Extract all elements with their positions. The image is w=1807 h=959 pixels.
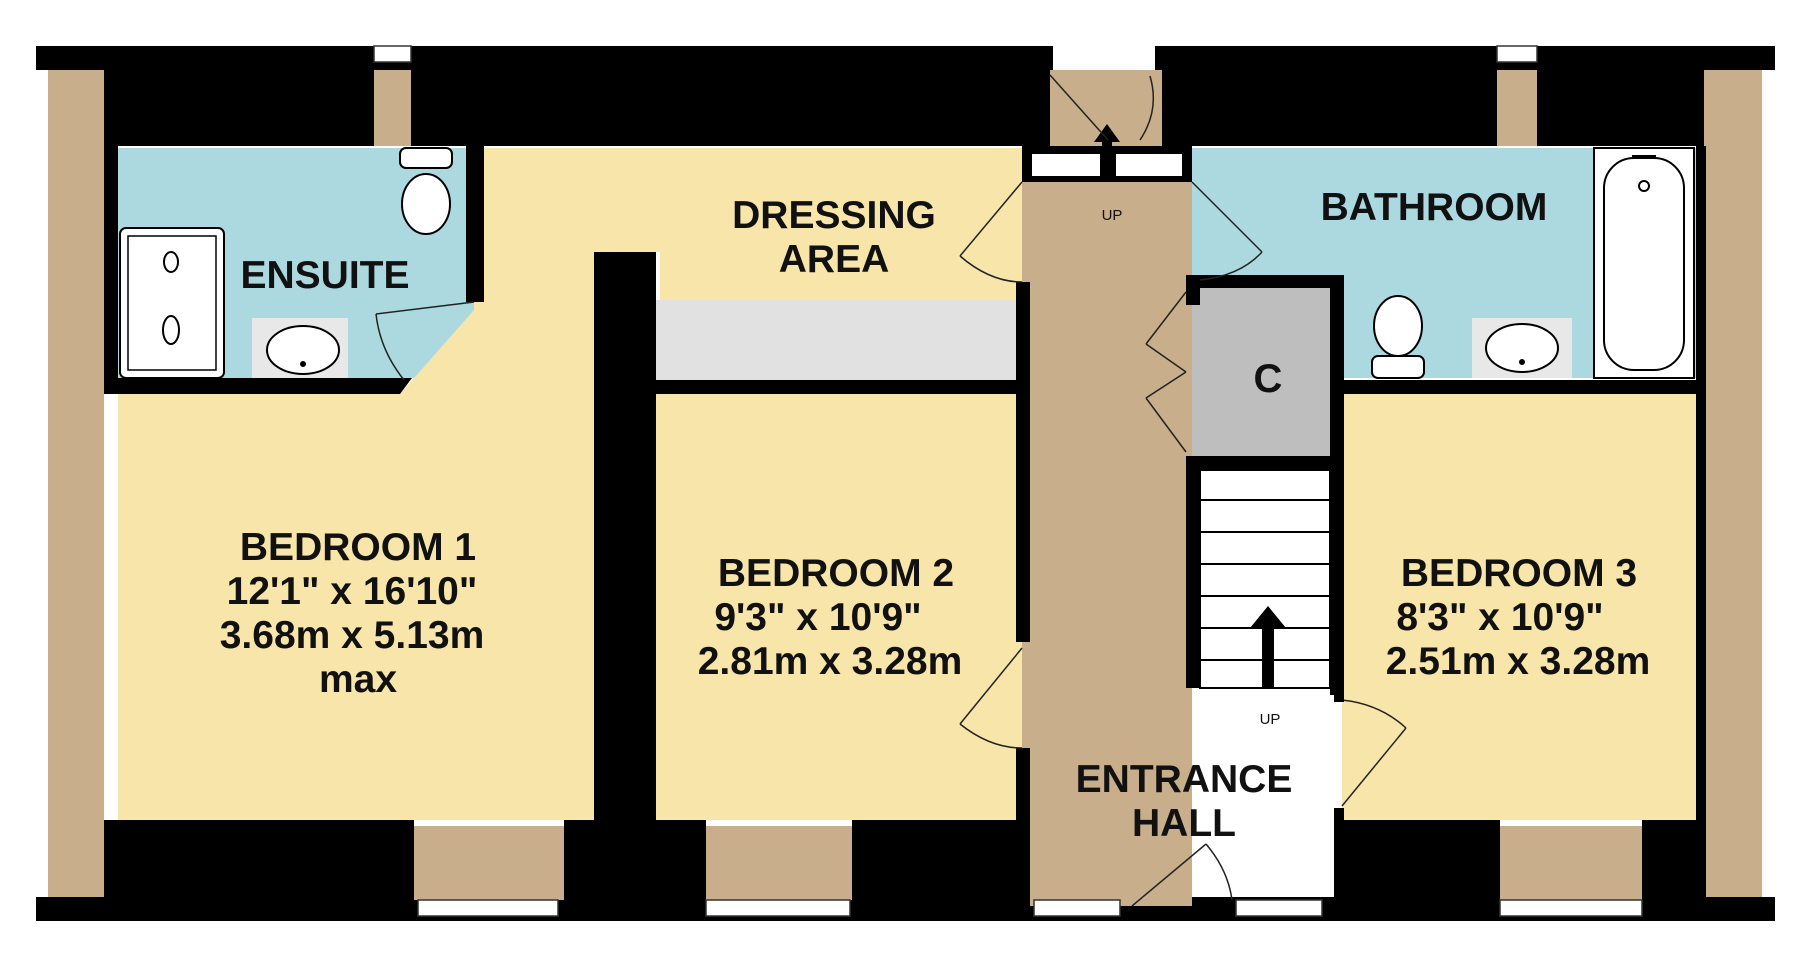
top-nook-left bbox=[374, 70, 411, 146]
bedroom3-left-wall-lower bbox=[1334, 808, 1344, 900]
entrance-hall-label-line2: HALL bbox=[1132, 802, 1236, 845]
bottom-pier-5 bbox=[1642, 820, 1704, 900]
stairs-arrow-icon bbox=[1094, 124, 1120, 182]
bedroom3-name: BEDROOM 3 bbox=[1401, 552, 1637, 595]
bedroom1-imperial: 12'1" x 16'10" bbox=[227, 570, 478, 613]
bedroom3-left-wall bbox=[1334, 688, 1344, 702]
bottom-recess-1 bbox=[414, 826, 564, 900]
cupboard-door-icon bbox=[1145, 291, 1187, 453]
stairs bbox=[1199, 469, 1331, 689]
right-wall-inner bbox=[1696, 146, 1706, 906]
bathroom-door-icon bbox=[1191, 181, 1263, 281]
basin-icon bbox=[252, 318, 348, 378]
bedroom3-door-icon bbox=[1341, 699, 1407, 807]
upper-block-far-right bbox=[1537, 70, 1704, 146]
cupboard-right-wall bbox=[1330, 275, 1344, 695]
bedroom3-floor bbox=[1342, 394, 1696, 820]
door-icon bbox=[375, 301, 475, 381]
bedroom1-note: max bbox=[319, 658, 397, 701]
bathroom-bottom-wall bbox=[1344, 380, 1696, 394]
window-icon bbox=[373, 45, 1643, 917]
bedroom2-name: BEDROOM 2 bbox=[718, 552, 954, 595]
bottom-wall bbox=[36, 897, 1775, 921]
bedroom3-metric: 2.51m x 3.28m bbox=[1386, 640, 1651, 683]
ensuite-label: ENSUITE bbox=[240, 254, 409, 297]
entrance-door-icon bbox=[1131, 843, 1233, 907]
bedroom2-floor bbox=[656, 394, 1022, 820]
bathroom-basin-icon bbox=[1472, 318, 1572, 378]
dressing-area-label-line1: DRESSING bbox=[732, 194, 936, 237]
cupboard-label: C bbox=[1254, 357, 1283, 401]
ensuite-right-wall bbox=[466, 146, 484, 302]
bottom-recess-4 bbox=[1500, 826, 1642, 900]
entrance-hall-label-line1: ENTRANCE bbox=[1076, 758, 1293, 801]
bedroom2-door-icon bbox=[959, 647, 1023, 749]
cupboard-floor bbox=[1192, 288, 1330, 456]
top-nook-right bbox=[1497, 70, 1537, 146]
upper-block-right bbox=[1162, 70, 1497, 146]
hall-left-wall-upper bbox=[1016, 282, 1030, 642]
dressing-door-icon bbox=[959, 181, 1023, 283]
stairs-left-wall bbox=[1186, 456, 1200, 688]
left-exterior-strip bbox=[48, 62, 104, 904]
bath-icon bbox=[1593, 147, 1695, 379]
dressing-area-label-line2: AREA bbox=[779, 238, 890, 281]
hatch-panel-right bbox=[1116, 154, 1182, 176]
upper-block-mid bbox=[411, 70, 1050, 146]
ensuite-left-wall bbox=[104, 146, 118, 394]
hatch-panel-left bbox=[1032, 154, 1100, 176]
bottom-pier-1 bbox=[104, 820, 414, 900]
bottom-pier-3 bbox=[852, 820, 1022, 900]
upper-block-left bbox=[104, 70, 374, 146]
bedroom2-top-wall bbox=[656, 380, 1022, 394]
shower-icon bbox=[119, 227, 225, 379]
bedroom1-metric: 3.68m x 5.13m bbox=[220, 614, 485, 657]
hatch-door-arc bbox=[1139, 75, 1155, 141]
bedroom2-imperial: 9'3" x 10'9" bbox=[714, 596, 921, 639]
up-label-top: UP bbox=[1102, 207, 1123, 224]
toilet-icon bbox=[399, 147, 453, 235]
bedroom3-imperial: 8'3" x 10'9" bbox=[1396, 596, 1603, 639]
bedroom2-metric: 2.81m x 3.28m bbox=[698, 640, 963, 683]
right-exterior-strip bbox=[1704, 62, 1762, 904]
bottom-recess-2 bbox=[706, 826, 852, 900]
top-wall-right bbox=[1155, 46, 1775, 70]
ensuite-bottom-wall bbox=[104, 378, 400, 394]
hatch-door-line bbox=[1049, 74, 1109, 141]
up-label-bottom: UP bbox=[1260, 711, 1281, 728]
cupboard-bottom-wall bbox=[1186, 456, 1344, 470]
bedroom1-name: BEDROOM 1 bbox=[240, 526, 476, 569]
bedroom-divider-wall bbox=[594, 252, 656, 820]
ensuite-diagonal-wall bbox=[390, 378, 412, 394]
landing-shelf bbox=[656, 300, 1022, 380]
bathroom-label: BATHROOM bbox=[1321, 186, 1548, 229]
bottom-pier-2 bbox=[564, 820, 706, 900]
bathroom-toilet-icon bbox=[1371, 295, 1425, 379]
top-wall-left bbox=[36, 46, 1053, 70]
cupboard-top-wall bbox=[1186, 275, 1344, 288]
bottom-pier-4 bbox=[1334, 820, 1500, 900]
hall-floor bbox=[1022, 146, 1192, 906]
